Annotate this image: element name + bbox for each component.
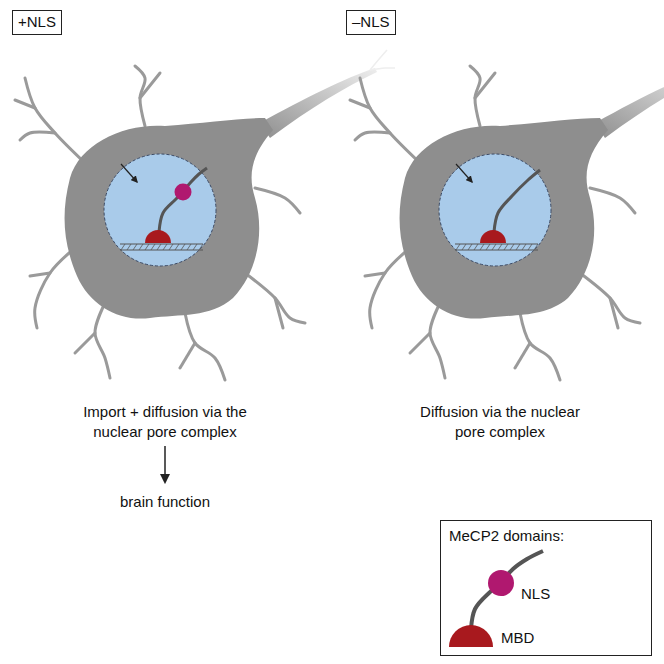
- dendrite: [180, 343, 195, 368]
- dendrite: [610, 298, 618, 328]
- legend-title: MeCP2 domains:: [449, 527, 643, 546]
- soma: [65, 118, 273, 319]
- dendrite: [365, 273, 385, 276]
- nucleus: [104, 154, 216, 266]
- mbd-domain: [145, 230, 171, 243]
- dendrite: [30, 273, 50, 276]
- dendrite: [35, 248, 75, 328]
- dendrite: [25, 78, 85, 163]
- caption: Import + diffusion via the nuclear pore …: [63, 402, 268, 441]
- dna: [455, 244, 538, 250]
- legend-label: MBD: [501, 629, 534, 648]
- dendrite: [410, 333, 430, 353]
- axon-terminal: [370, 68, 395, 70]
- dendrite: [515, 343, 530, 368]
- outcome-label: brain function: [85, 492, 245, 512]
- nls-domain: [175, 184, 192, 201]
- neuron-without-nls: [350, 50, 664, 380]
- dendrite: [185, 313, 225, 380]
- condition-label: +NLS: [18, 13, 56, 32]
- neuron-with-nls: [15, 50, 395, 380]
- dendrite: [350, 100, 370, 108]
- dendrite: [520, 313, 560, 380]
- dna: [120, 244, 203, 250]
- dendrite: [140, 73, 160, 98]
- nucleus: [439, 154, 551, 266]
- dendrite: [275, 298, 283, 328]
- down-arrow: [164, 446, 166, 482]
- legend-label: NLS: [521, 585, 550, 604]
- entry-arrow: [456, 164, 472, 182]
- protein-linker: [494, 170, 540, 232]
- dendrite: [20, 132, 55, 140]
- dendrite: [355, 132, 390, 140]
- protein-linker: [159, 194, 181, 232]
- dendrite: [360, 78, 420, 163]
- condition-label: –NLS: [352, 13, 390, 32]
- legend-box: MeCP2 domains: NLS MBD: [440, 520, 652, 656]
- axon-terminal: [370, 50, 387, 70]
- entry-arrow: [121, 164, 137, 182]
- dendrite: [95, 303, 110, 378]
- dendrite: [430, 303, 445, 378]
- dendrite: [590, 188, 635, 213]
- mbd-domain: [480, 230, 506, 243]
- soma: [400, 118, 608, 319]
- legend-swatch: [488, 570, 514, 596]
- dendrite: [75, 333, 95, 353]
- condition-box: +NLS: [12, 10, 62, 35]
- condition-box: –NLS: [346, 10, 396, 35]
- dendrite: [475, 73, 495, 98]
- dendrite: [15, 100, 35, 108]
- legend-swatch: [449, 625, 493, 647]
- dendrite: [370, 248, 410, 328]
- dendrite: [255, 188, 300, 213]
- caption: Diffusion via the nuclear pore complex: [419, 402, 581, 441]
